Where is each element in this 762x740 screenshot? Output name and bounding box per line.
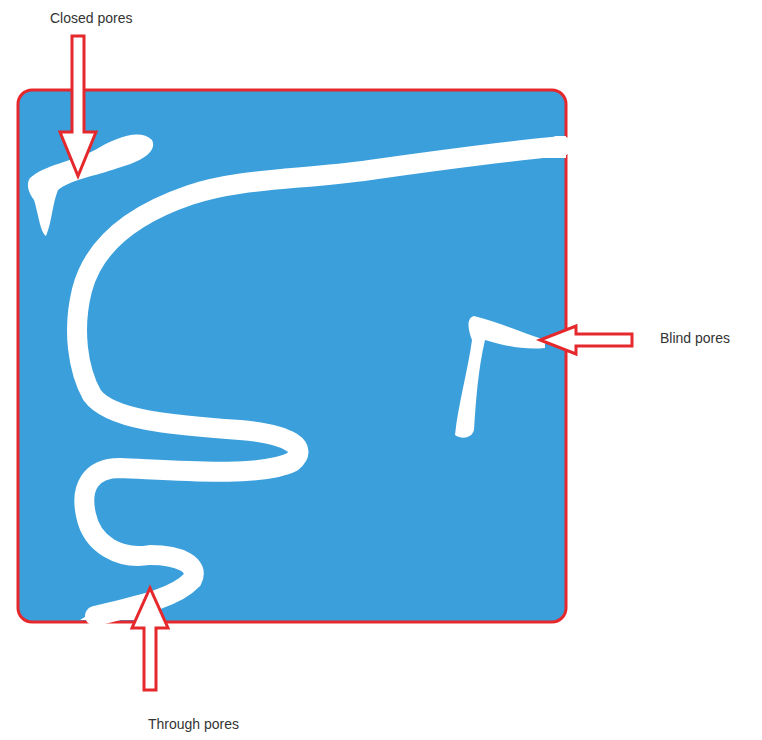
pore-label: Closed pores bbox=[50, 10, 133, 26]
pointer-arrow bbox=[60, 36, 96, 176]
pore-label: Blind pores bbox=[660, 330, 730, 346]
solid-block bbox=[18, 90, 566, 622]
through-pore bbox=[77, 146, 562, 616]
through-pore-mouth bbox=[540, 136, 566, 158]
pointer-arrow bbox=[132, 588, 168, 690]
blind-pore bbox=[455, 316, 545, 438]
pore-label: Through pores bbox=[148, 716, 239, 732]
pointer-arrow bbox=[540, 326, 632, 354]
